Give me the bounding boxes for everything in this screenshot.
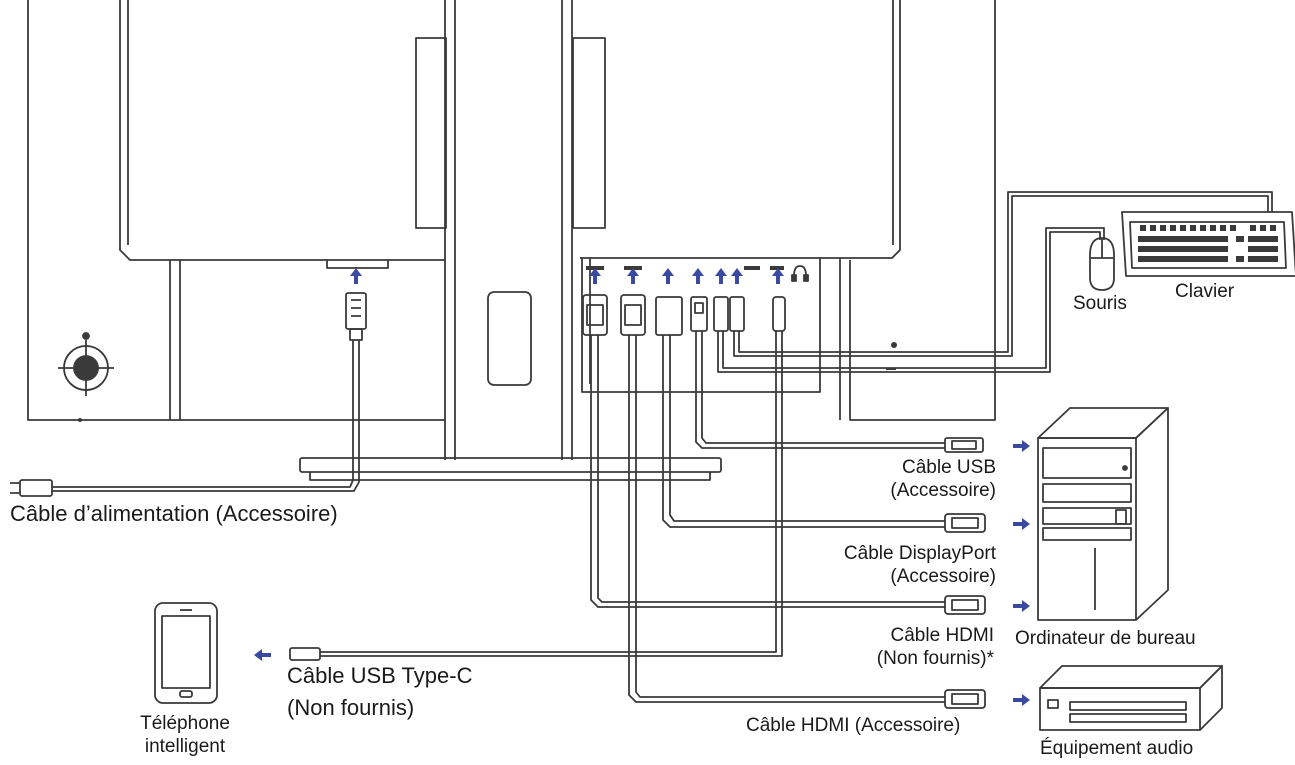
hdmi-cable-not-supplied-label-line1: Câble HDMI <box>890 625 994 646</box>
keyboard-icon <box>1138 225 1278 262</box>
usb-typec-cable-label-line1: Câble USB Type-C <box>287 663 473 688</box>
audio-equipment-icon <box>1039 665 1223 731</box>
port-panel <box>581 258 821 393</box>
smartphone-label: Téléphone intelligent <box>120 712 250 758</box>
hdmi-cable-not-supplied-label-line2: (Non fournis)* <box>876 648 994 669</box>
usb-keyboard-cable <box>729 191 1295 357</box>
desktop-computer-icon <box>1037 407 1169 621</box>
smartphone-label-line1: Téléphone <box>140 713 230 734</box>
smartphone-label-line2: intelligent <box>144 736 226 757</box>
monitor-stand <box>299 0 722 481</box>
usb-typec-cable-label: Câble USB Type-C (Non fournis) <box>287 662 472 722</box>
headphone-icon <box>791 265 809 282</box>
displayport-cable-label-line2: (Accessoire) <box>890 566 996 587</box>
displayport-cable-label-line1: Câble DisplayPort <box>843 543 996 564</box>
joystick-icon <box>58 332 114 396</box>
hdmi-cable-accessory <box>620 294 986 709</box>
mouse-label: Souris <box>1073 293 1127 314</box>
usb-cable-label-line1: Câble USB <box>902 457 996 478</box>
usb-upstream-cable <box>690 296 984 453</box>
usb-cable-label: Câble USB (Accessoire) <box>840 456 996 502</box>
usb-logo-icon <box>770 266 784 270</box>
usb-mouse-cable <box>713 227 1115 373</box>
audio-equipment-label: Équipement audio <box>1040 738 1194 759</box>
usb-cable-label-line2: (Accessoire) <box>890 480 996 501</box>
usb-typec-cable <box>289 296 786 661</box>
displayport-cable <box>655 296 986 533</box>
displayport-cable-label: Câble DisplayPort (Accessoire) <box>800 542 996 588</box>
power-cable-label: Câble d’alimentation (Accessoire) <box>10 501 338 526</box>
smartphone-icon <box>154 602 218 704</box>
hdmi-cable-not-supplied <box>582 294 986 615</box>
usb-typec-cable-label-line2: (Non fournis) <box>287 695 415 720</box>
hdmi-cable-accessory-label: Câble HDMI (Accessoire) <box>746 715 961 736</box>
keyboard-label: Clavier <box>1175 281 1235 302</box>
hdmi-cable-not-supplied-label: Câble HDMI (Non fournis)* <box>820 624 994 670</box>
desktop-computer-label: Ordinateur de bureau <box>1015 628 1196 649</box>
power-cable <box>10 292 367 497</box>
monitor-back <box>27 0 996 421</box>
displayport-logo-icon <box>744 266 760 270</box>
